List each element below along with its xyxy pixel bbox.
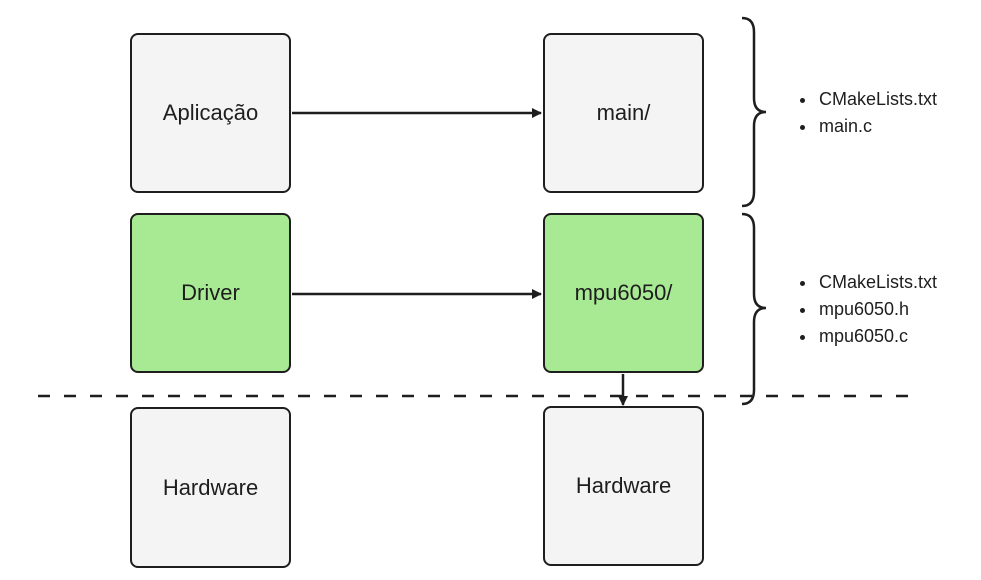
file-item: mpu6050.h	[817, 296, 937, 323]
file-item: CMakeLists.txt	[817, 86, 937, 113]
main-files-brace	[741, 16, 767, 208]
main-folder-label: main/	[596, 100, 651, 125]
mpu6050-files-list: CMakeLists.txt mpu6050.h mpu6050.c	[795, 269, 937, 350]
right-hardware-label: Hardware	[575, 473, 672, 498]
mpu6050-files-brace	[741, 212, 767, 406]
driver-label: Driver	[181, 280, 240, 305]
mpu6050-folder-label: mpu6050/	[574, 280, 673, 305]
mpu6050-folder-box: mpu6050/	[543, 213, 704, 373]
left-hardware-box: Hardware	[130, 407, 291, 568]
driver-box: Driver	[130, 213, 291, 373]
main-files-list: CMakeLists.txt main.c	[795, 86, 937, 140]
file-item: main.c	[817, 113, 937, 140]
file-item: mpu6050.c	[817, 323, 937, 350]
aplicacao-box: Aplicação	[130, 33, 291, 193]
aplicacao-label: Aplicação	[162, 100, 259, 125]
main-folder-box: main/	[543, 33, 704, 193]
left-hardware-label: Hardware	[162, 474, 259, 500]
file-item: CMakeLists.txt	[817, 269, 937, 296]
right-hardware-box: Hardware	[543, 406, 704, 566]
